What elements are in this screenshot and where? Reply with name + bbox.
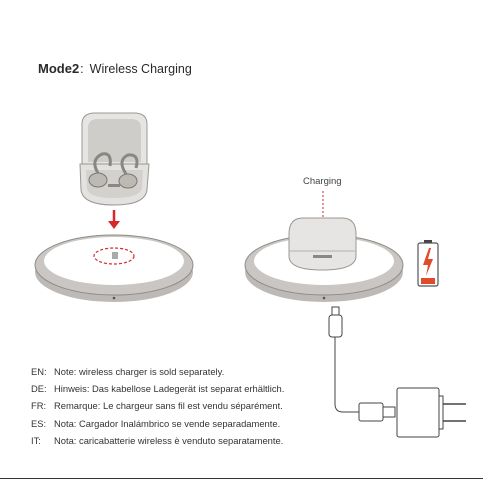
note-es: ES: Nota: Cargador Inalámbrico se vende s… bbox=[31, 415, 284, 432]
note-lang-code: DE: bbox=[31, 383, 47, 395]
note-lang-code: FR: bbox=[31, 400, 47, 412]
note-lang-code: EN: bbox=[31, 366, 47, 377]
usb-c-cable bbox=[328, 306, 396, 422]
power-adapter-icon bbox=[396, 387, 466, 438]
mode-title: Mode2: Wireless Charging bbox=[38, 61, 192, 76]
note-en: EN: Note: wireless charger is sold separa… bbox=[31, 363, 284, 380]
open-earbud-case bbox=[79, 112, 150, 206]
mode-label: Mode2 bbox=[38, 61, 80, 76]
notes-list: EN: Note: wireless charger is sold separa… bbox=[31, 363, 284, 449]
note-text: Nota: caricabatterie wireless è venduto … bbox=[54, 434, 284, 446]
wireless-charging-pad-left bbox=[34, 234, 194, 302]
mode-description: Wireless Charging bbox=[89, 62, 192, 76]
note-lang-code: IT: bbox=[31, 434, 41, 446]
note-text: Nota: Cargador Inalámbrico se vende sepa… bbox=[54, 417, 281, 429]
charging-label: Charging bbox=[303, 176, 342, 187]
lightning-icon bbox=[423, 248, 433, 276]
battery-icon bbox=[417, 240, 439, 287]
closed-earbud-case bbox=[288, 217, 357, 271]
note-text: Hinweis: Das kabellose Ladegerät ist sep… bbox=[54, 383, 285, 395]
note-fr: FR: Remarque: Le chargeur sans fil est ve… bbox=[31, 397, 284, 414]
bottom-divider bbox=[0, 478, 483, 479]
title-separator: : bbox=[80, 62, 84, 76]
note-it: IT: Nota: caricabatterie wireless è vendu… bbox=[31, 432, 284, 449]
arrow-down-icon bbox=[108, 210, 120, 229]
note-de: DE: Hinweis: Das kabellose Ladegerät ist … bbox=[31, 380, 284, 397]
note-text: Note: wireless charger is sold separatel… bbox=[54, 366, 225, 377]
note-text: Remarque: Le chargeur sans fil est vendu… bbox=[54, 400, 283, 412]
note-lang-code: ES: bbox=[31, 417, 47, 429]
